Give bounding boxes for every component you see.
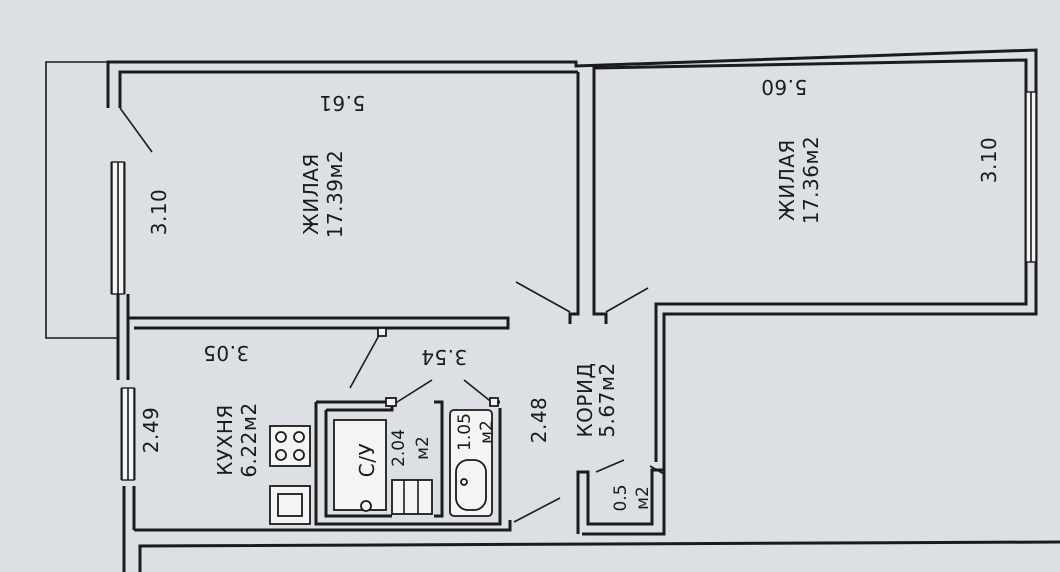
closet-area: 0.5: [611, 484, 631, 511]
fixtures: [269, 409, 493, 525]
door-bath: [463, 379, 495, 405]
outer-wall-top-right: [106, 48, 1038, 536]
svg-text:КОРИД: КОРИД: [573, 362, 597, 437]
closet-unit: м2: [633, 486, 653, 510]
svg-text:С/У: С/У: [355, 443, 379, 477]
svg-text:3.10: 3.10: [977, 137, 1001, 184]
kitchen-length: 3.05: [203, 341, 250, 365]
living-left-length: 5.61: [319, 91, 366, 115]
partition-room-kitchen: [128, 316, 510, 330]
svg-text:м2: м2: [413, 436, 433, 460]
svg-text:3.54: 3.54: [421, 345, 468, 369]
svg-text:3.10: 3.10: [147, 189, 171, 236]
bath-partition: [434, 400, 444, 518]
corridor-name: КОРИД: [573, 362, 597, 437]
bathroom-name: С/У: [355, 443, 379, 477]
partition-door-jamb: [592, 306, 608, 324]
door-closet-2: [649, 465, 665, 475]
living-left-name: ЖИЛАЯ: [299, 153, 323, 235]
door-kitchen-hinge: [377, 327, 387, 337]
bath-small-area: 1.05: [455, 413, 475, 451]
svg-text:17.39м2: 17.39м2: [323, 150, 347, 239]
svg-text:5.61: 5.61: [319, 91, 366, 115]
door-closet: [595, 459, 625, 473]
door-bathroom-hinge: [385, 397, 397, 407]
corridor-width: 2.48: [527, 397, 551, 444]
svg-text:м2: м2: [633, 486, 653, 510]
svg-text:5.60: 5.60: [761, 75, 808, 99]
kitchen-name: КУХНЯ: [213, 404, 237, 476]
kitchen-width: 2.49: [139, 407, 163, 454]
stove-icon: [269, 425, 311, 467]
living-right-name: ЖИЛАЯ: [775, 139, 799, 221]
balcony-outline: [45, 61, 118, 339]
bottom-outer-wall: [138, 540, 1060, 572]
bath-small-unit: м2: [477, 420, 497, 444]
corridor-length: 3.54: [421, 345, 468, 369]
svg-text:2.48: 2.48: [527, 397, 551, 444]
living-right-area: 17.36м2: [799, 136, 823, 225]
kitchen-bottom-wall: [134, 520, 512, 532]
living-right-width: 3.10: [977, 137, 1001, 184]
door-right-room: [605, 287, 649, 313]
svg-text:1.05: 1.05: [455, 413, 475, 451]
bathroom-inner: [324, 410, 392, 518]
kitchen-area: 6.22м2: [237, 402, 261, 477]
bathroom-area: 2.04: [389, 429, 409, 467]
partition-left-right: [568, 72, 580, 324]
svg-text:ЖИЛАЯ: ЖИЛАЯ: [775, 139, 799, 221]
svg-text:2.49: 2.49: [139, 407, 163, 454]
door-entrance: [513, 497, 561, 523]
svg-text:м2: м2: [477, 420, 497, 444]
svg-text:2.04: 2.04: [389, 429, 409, 467]
svg-text:0.5: 0.5: [611, 484, 631, 511]
svg-text:5.67м2: 5.67м2: [595, 362, 619, 437]
living-left-area: 17.39м2: [323, 150, 347, 239]
svg-text:17.36м2: 17.36м2: [799, 136, 823, 225]
svg-text:КУХНЯ: КУХНЯ: [213, 404, 237, 476]
corridor-area: 5.67м2: [595, 362, 619, 437]
door-bath-hinge: [489, 397, 499, 407]
doors: [119, 107, 665, 523]
inner-wall-top: [118, 70, 578, 108]
living-left-width: 3.10: [147, 189, 171, 236]
door-balcony: [119, 107, 153, 153]
svg-text:3.05: 3.05: [203, 341, 250, 365]
bathroom-block: [314, 402, 502, 526]
door-kitchen: [349, 329, 383, 389]
closet-walls: [576, 468, 664, 534]
svg-text:6.22м2: 6.22м2: [237, 402, 261, 477]
windows: [111, 91, 1037, 481]
toilet-icon: [333, 419, 387, 511]
door-left-room: [515, 281, 571, 313]
washbasin-icon: [391, 479, 433, 515]
living-right-length: 5.60: [761, 75, 808, 99]
svg-text:ЖИЛАЯ: ЖИЛАЯ: [299, 153, 323, 235]
bathroom-unit: м2: [413, 436, 433, 460]
door-bathroom: [393, 379, 433, 405]
